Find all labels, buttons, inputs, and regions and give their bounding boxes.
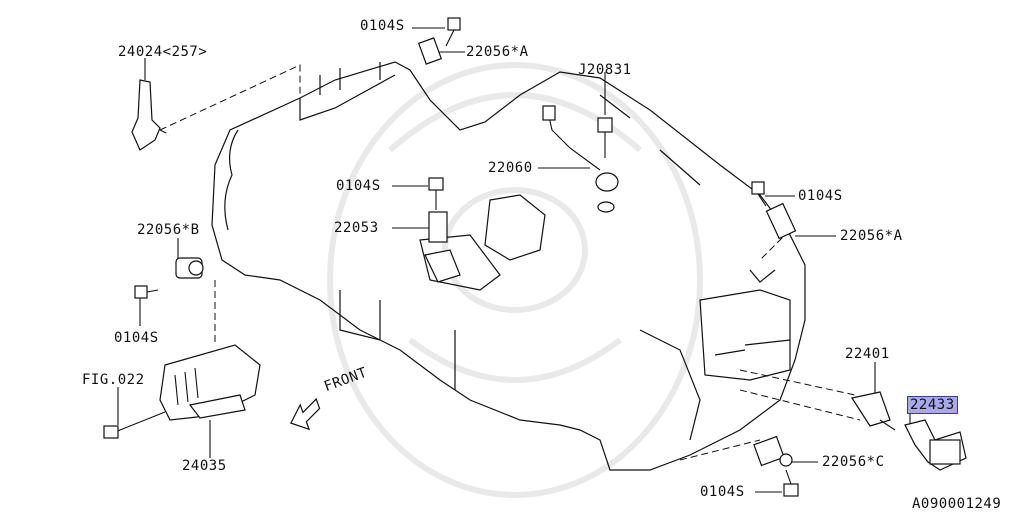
dashed-callout-lines <box>159 64 861 461</box>
label-bolt-right: 0104S <box>798 188 843 204</box>
cam-sensor-22053 <box>424 211 461 283</box>
crank-sensor-b <box>175 257 204 279</box>
knock-sensor-22060 <box>542 105 619 213</box>
spark-plug-22401 <box>851 391 896 431</box>
crank-sensor-a-top <box>417 37 443 65</box>
label-j20831: J20831 <box>578 62 632 78</box>
bolt-mid <box>428 177 444 210</box>
crank-sensor-a-right <box>765 202 797 240</box>
label-22401: 22401 <box>845 346 890 362</box>
label-22433-highlighted[interactable]: 22433 <box>907 396 958 414</box>
cover-24035 <box>159 344 261 421</box>
label-bolt-mid: 0104S <box>336 178 381 194</box>
label-24024: 24024<257> <box>118 44 208 60</box>
label-bolt-left: 0104S <box>114 330 159 346</box>
label-22056b: 22056*B <box>137 222 200 238</box>
label-24035: 24035 <box>182 458 227 474</box>
label-sensor-right: 22056*A <box>840 228 903 244</box>
ignition-coil-22433 <box>904 419 967 471</box>
label-bolt-top: 0104S <box>360 18 405 34</box>
label-fig022[interactable]: FIG.022 <box>82 372 145 388</box>
watermark-emblem <box>327 62 703 498</box>
diagram-id: A090001249 <box>912 496 1002 512</box>
label-22056c: 22056*C <box>822 454 885 470</box>
bolt-right <box>751 181 767 207</box>
crank-sensor-c <box>753 435 793 467</box>
label-bolt-bottom: 0104S <box>700 484 745 500</box>
front-arrow-icon <box>290 397 321 431</box>
bolt-left <box>134 285 159 299</box>
bolt-j20831 <box>597 117 613 158</box>
label-22060: 22060 <box>488 160 533 176</box>
label-22053: 22053 <box>334 220 379 236</box>
bolt-bottom <box>783 469 799 497</box>
leader-lines <box>117 27 911 493</box>
bracket-24024 <box>131 79 161 151</box>
bolt-fig022 <box>103 411 166 439</box>
bolt-top <box>445 17 461 47</box>
label-sensor-top: 22056*A <box>466 44 529 60</box>
